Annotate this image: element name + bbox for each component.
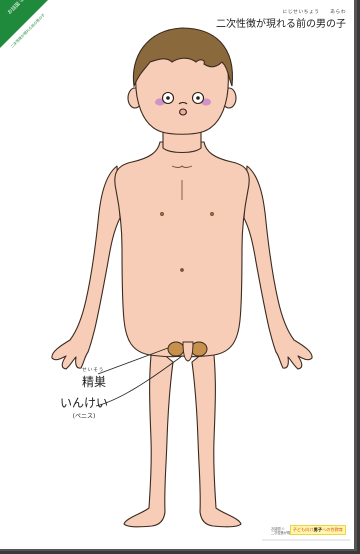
mouth [180,109,187,115]
footer-badge-highlight: 男子 [314,527,322,532]
penis-shape [183,342,193,361]
left-arm [52,166,120,369]
footer-badge-prefix: 子ども向け [293,527,314,532]
torso [115,142,249,357]
right-arm [244,166,312,369]
label-penis: いんけい (ペニス) [60,394,108,420]
label-penis-text: いんけい [60,394,108,411]
left-testis [168,342,184,356]
footer-badge: 子ども向け男子への性教育 [290,525,346,535]
label-seiso-text: 精巣 [82,373,106,390]
left-leg [124,345,173,527]
footer-badge-suffix: への性教育 [322,527,343,532]
right-leg [192,345,241,527]
label-seiso: せいそう 精巣 [82,367,106,390]
label-penis-subtext: (ペニス) [60,411,108,420]
